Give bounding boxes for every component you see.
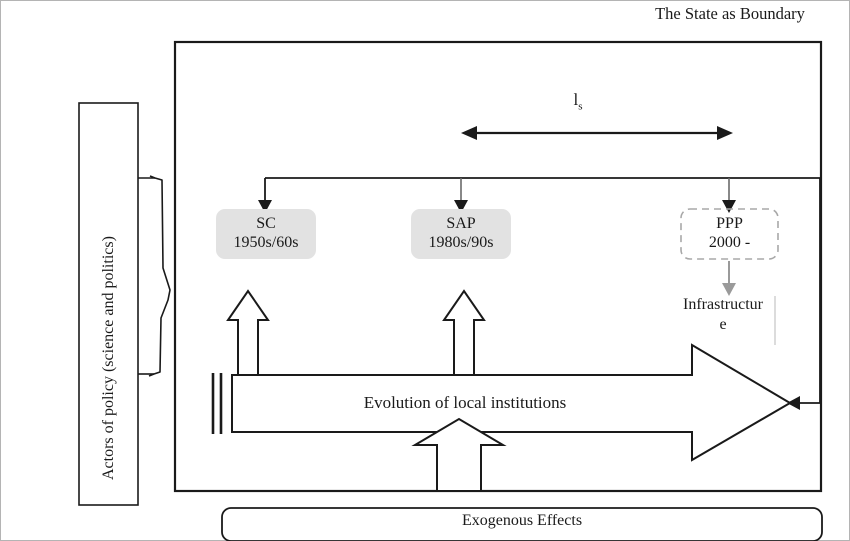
span-length-subscript: s [578, 100, 583, 113]
diagram-title: The State as Boundary [655, 4, 805, 23]
actors-brace [148, 175, 171, 377]
evolution-of-local-institutions-label: Evolution of local institutions [363, 393, 567, 412]
arrowhead-ppp-to-infrastructure [722, 283, 736, 296]
exogenous-effects-label: Exogenous Effects [461, 512, 583, 529]
upward-arrow-exogenous [411, 417, 507, 492]
span-arrowhead-left [461, 126, 477, 140]
exogenous-effects-box [221, 507, 823, 541]
evolution-arrow [231, 343, 792, 462]
arrowhead-to-sap [454, 200, 468, 213]
span-arrowhead-right [717, 126, 733, 140]
phase-sc-name: SC [256, 215, 276, 232]
phase-ppp-period: 2000 - [708, 234, 751, 251]
state-boundary-frame [173, 40, 823, 493]
feedback-arrowhead [787, 396, 800, 410]
feedback-line [800, 178, 821, 404]
arrowhead-to-ppp [722, 200, 736, 213]
infrastructure-label-line-1: Infrastructur [683, 296, 763, 313]
phase-sap-period: 1980s/90s [428, 234, 494, 251]
span-length-label: ls [548, 90, 608, 113]
phase-sc-period: 1950s/60s [233, 234, 299, 251]
phase-ppp-name: PPP [716, 215, 743, 232]
upward-arrow-sap [442, 289, 486, 376]
phase-box-sap[interactable] [411, 209, 511, 259]
actors-of-policy-box [78, 102, 139, 506]
phase-sap-name: SAP [446, 215, 476, 232]
upward-arrow-sc [226, 289, 270, 376]
span-length-symbol: l [573, 90, 579, 109]
actors-of-policy-label: Actors of policy (science and politics) [100, 236, 117, 480]
infrastructure-label-line-2: e [719, 316, 727, 333]
phase-box-ppp[interactable] [680, 208, 779, 260]
phase-box-sc[interactable] [216, 209, 316, 259]
arrowhead-to-sc [258, 200, 272, 213]
